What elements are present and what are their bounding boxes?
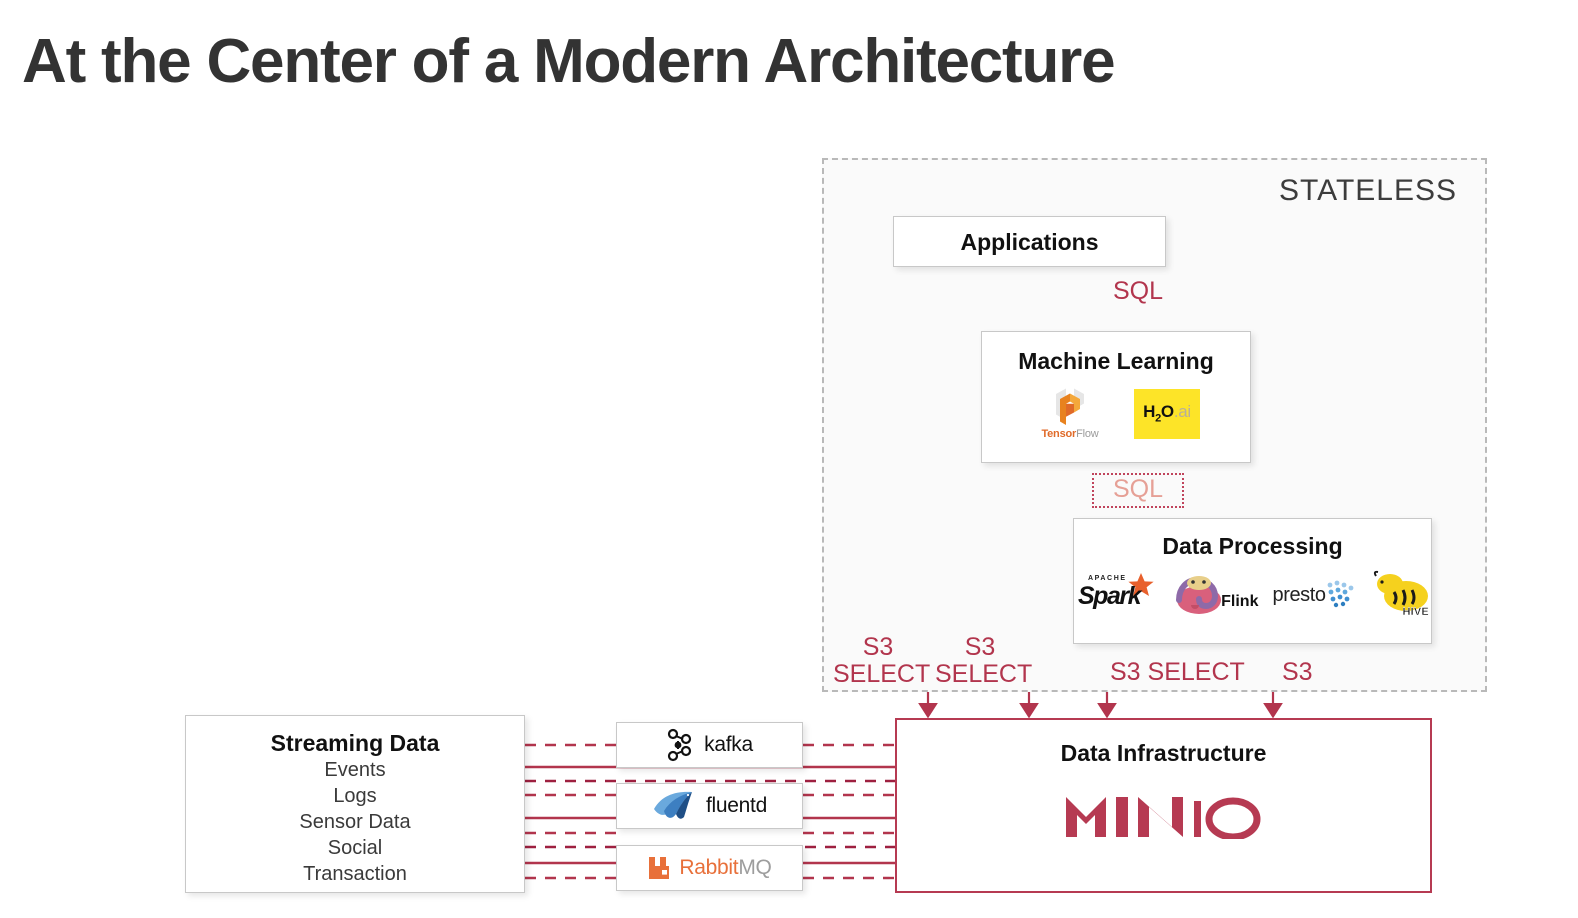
label-s3-select-2: S3 SELECT bbox=[935, 633, 1033, 688]
rabbitmq-word-bold: Rabbit bbox=[679, 856, 739, 879]
streaming-data-title: Streaming Data bbox=[270, 730, 440, 756]
apache-spark-logo: APACHE Spark bbox=[1074, 571, 1159, 617]
node-data-infrastructure[interactable]: Data Infrastructure bbox=[895, 718, 1432, 893]
stateless-label: STATELESS bbox=[1279, 174, 1457, 207]
apache-hive-logo: HIVE bbox=[1370, 570, 1431, 618]
node-applications[interactable]: Applications bbox=[893, 216, 1166, 267]
fluentd-wordmark: fluentd bbox=[706, 794, 767, 817]
hive-wordmark: HIVE bbox=[1402, 606, 1429, 618]
kafka-box[interactable]: kafka bbox=[616, 722, 803, 768]
minio-logo bbox=[1064, 793, 1264, 841]
node-applications-title: Applications bbox=[960, 229, 1099, 255]
kafka-wordmark: kafka bbox=[704, 733, 753, 756]
streaming-item: Transaction bbox=[303, 863, 407, 885]
label-sql-applications-to-ml: SQL bbox=[1113, 277, 1164, 305]
node-data-processing-title: Data Processing bbox=[1162, 533, 1343, 559]
fluentd-bird-icon bbox=[654, 791, 693, 819]
spark-wordmark: Spark bbox=[1078, 582, 1141, 610]
streaming-item: Social bbox=[327, 837, 383, 859]
label-s3-select-3: S3 SELECT bbox=[1110, 658, 1245, 686]
streaming-item: Logs bbox=[333, 785, 377, 807]
rabbitmq-box[interactable]: RabbitMQ bbox=[616, 845, 803, 891]
tensorflow-mark-icon bbox=[1042, 387, 1098, 427]
tensorflow-word-bold: Tensor bbox=[1041, 428, 1077, 440]
flink-wordmark: Flink bbox=[1221, 593, 1259, 610]
h2o-o: O bbox=[1160, 402, 1174, 422]
fluentd-box[interactable]: fluentd bbox=[616, 783, 803, 829]
apache-flink-logo: Flink bbox=[1173, 571, 1258, 617]
rabbitmq-icon bbox=[649, 857, 670, 879]
presto-wordmark: presto bbox=[1272, 584, 1326, 606]
label-sql-ml-to-dataprocessing: SQL bbox=[1092, 473, 1184, 508]
spark-apache-word: APACHE bbox=[1088, 575, 1127, 582]
node-streaming-data[interactable]: Streaming Data Events Logs Sensor Data S… bbox=[185, 715, 525, 893]
page-title: At the Center of a Modern Architecture bbox=[22, 27, 1116, 96]
data-processing-logo-row: APACHE Spark Flink presto bbox=[1074, 570, 1431, 618]
label-s3-select-1: S3 SELECT bbox=[833, 633, 931, 688]
label-s3-4: S3 bbox=[1282, 658, 1313, 686]
h2o-2: 2 bbox=[1155, 412, 1161, 425]
tensorflow-logo: TensorFlow bbox=[1032, 387, 1108, 440]
kafka-icon bbox=[668, 728, 692, 762]
tensorflow-word-light: Flow bbox=[1076, 428, 1099, 440]
h2oai-wordmark: H2O.ai bbox=[1143, 402, 1191, 424]
data-infrastructure-title: Data Infrastructure bbox=[1060, 740, 1267, 766]
node-machine-learning[interactable]: Machine Learning TensorFlow H2O.ai bbox=[981, 331, 1251, 463]
rabbitmq-wordmark: RabbitMQ bbox=[679, 856, 771, 880]
rabbitmq-word-light: MQ bbox=[738, 856, 772, 879]
node-data-processing[interactable]: Data Processing APACHE Spark Flink pres bbox=[1073, 518, 1432, 644]
h2o-ai: .ai bbox=[1173, 402, 1191, 422]
h2oai-logo: H2O.ai bbox=[1134, 388, 1200, 439]
presto-logo: presto bbox=[1272, 571, 1355, 617]
streaming-item: Sensor Data bbox=[299, 811, 411, 833]
node-machine-learning-title: Machine Learning bbox=[1018, 348, 1214, 374]
streaming-item: Events bbox=[324, 759, 386, 781]
tensorflow-wordmark: TensorFlow bbox=[1032, 428, 1108, 440]
machine-learning-logo-row: TensorFlow H2O.ai bbox=[982, 387, 1250, 440]
h2o-h: H bbox=[1143, 402, 1156, 422]
